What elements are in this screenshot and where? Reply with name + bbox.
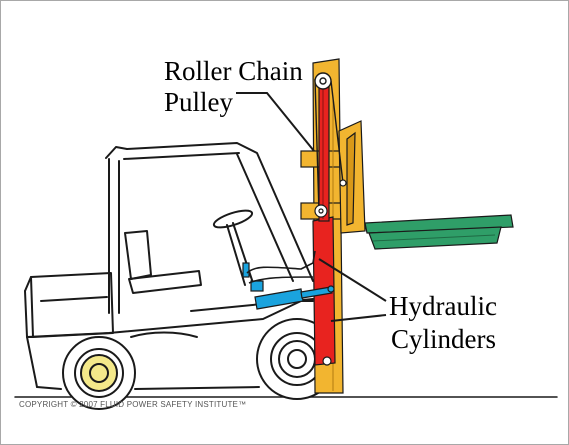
front-wheel — [256, 318, 338, 400]
lower-pulley — [314, 179, 347, 366]
hydraulic-lines — [246, 250, 316, 284]
copyright-notice: COPYRIGHT © 2007 FLUID POWER SAFETY INST… — [19, 400, 247, 409]
operator-seat — [124, 230, 202, 294]
tilt-cylinder — [242, 262, 335, 310]
hydraulic-cylinders-label-line1: Hydraulic — [389, 291, 497, 321]
leader-lines — [236, 92, 387, 322]
roller-chain — [314, 78, 344, 214]
chain-pulley — [314, 72, 332, 90]
forks — [364, 214, 514, 250]
steering-wheel — [212, 209, 254, 286]
hydraulic-cylinders-label-line2: Cylinders — [391, 324, 496, 354]
rear-wheel — [62, 336, 136, 410]
chassis — [26, 298, 314, 390]
roller-chain-label-line1: Roller Chain — [164, 56, 303, 86]
counterweight — [24, 272, 114, 338]
roller-chain-label-line2: Pulley — [164, 87, 234, 117]
overhead-guard — [105, 142, 314, 314]
